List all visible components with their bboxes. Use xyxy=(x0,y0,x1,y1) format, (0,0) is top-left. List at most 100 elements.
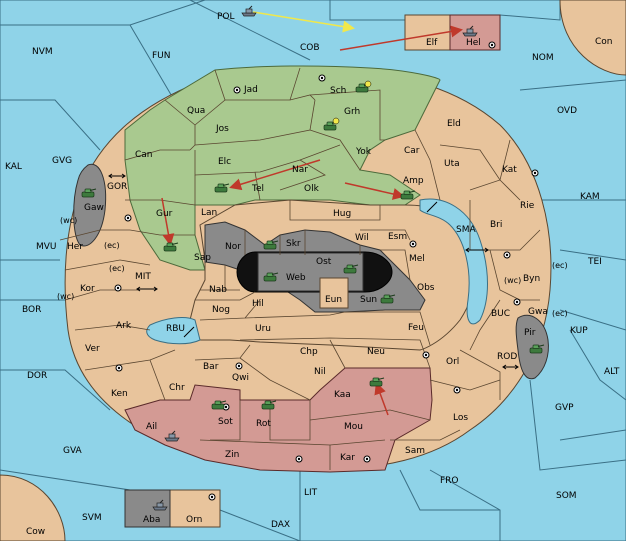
region-label-nog: Nog xyxy=(212,305,230,315)
region-label-hug: Hug xyxy=(333,209,351,219)
circle-dot-icon xyxy=(409,240,417,248)
region-label-cob: COB xyxy=(300,43,320,53)
region-label-fro: FRO xyxy=(440,476,459,486)
region-label-sot: Sot xyxy=(218,417,233,427)
supply-centers xyxy=(114,41,539,501)
region-label-olk: Olk xyxy=(304,184,320,194)
region-label-mit: MIT xyxy=(135,272,151,282)
circle-dot-icon xyxy=(233,86,241,94)
region-eun[interactable] xyxy=(319,277,349,309)
region-label-jad: Jad xyxy=(243,85,258,95)
region-label-elc: Elc xyxy=(218,157,231,167)
region-label-orl: Orl xyxy=(446,357,459,367)
region-label-amp: Amp xyxy=(403,176,424,186)
region-rbu[interactable] xyxy=(146,317,201,345)
region-label-wc: (wc) xyxy=(60,216,77,225)
region-label-gva: GVA xyxy=(63,446,83,456)
region-label-kat: Kat xyxy=(502,165,517,175)
region-label-eld: Eld xyxy=(447,119,461,129)
region-label-ec: (ec) xyxy=(104,241,120,250)
region-label-sap: Sap xyxy=(194,253,211,263)
region-label-som: SOM xyxy=(556,491,577,501)
region-label-sma: SMA xyxy=(456,225,476,235)
region-sma[interactable] xyxy=(419,198,488,325)
region-label-sun: Sun xyxy=(360,295,377,305)
region-label-feu: Feu xyxy=(408,323,424,333)
region-label-uta: Uta xyxy=(444,159,460,169)
region-label-mvu: MVU xyxy=(36,242,57,252)
region-label-mou: Mou xyxy=(344,422,363,432)
region-label-can: Can xyxy=(135,150,153,160)
region-label-gor: GOR xyxy=(107,182,127,192)
region-label-kar: Kar xyxy=(340,453,355,463)
region-label-fun: FUN xyxy=(152,51,171,61)
region-label-pir: Pir xyxy=(524,328,536,338)
region-label-gwa: Gwa xyxy=(528,307,548,317)
circle-dot-icon xyxy=(295,455,303,463)
units xyxy=(81,5,545,511)
double-arrow-icon xyxy=(108,173,519,370)
circle-dot-icon xyxy=(513,298,521,306)
circle-dot-icon xyxy=(363,455,371,463)
coast-marker: (ec) xyxy=(552,261,568,270)
region-label-eun: Eun xyxy=(325,295,342,305)
coast-marker: (wc) xyxy=(57,292,74,301)
region-label-rot: Rot xyxy=(256,419,271,429)
circle-dot-icon xyxy=(318,74,326,82)
circle-dot-icon xyxy=(488,41,496,49)
region-label-bar: Bar xyxy=(203,362,219,372)
region-label-nar: Nar xyxy=(292,165,308,175)
region-label-ver: Ver xyxy=(85,344,100,354)
region-label-nil: Nil xyxy=(314,367,326,377)
region-label-ark: Ark xyxy=(116,321,132,331)
coast-marker: (ec) xyxy=(109,264,125,273)
region-label-nom: NOM xyxy=(532,53,554,63)
region-label-alt: ALT xyxy=(604,367,620,377)
region-label-ost: Ost xyxy=(316,257,332,267)
region-label-mel: Mel xyxy=(409,254,425,264)
circle-dot-icon xyxy=(422,351,430,359)
region-label-gvp: GVP xyxy=(555,403,574,413)
region-label-chr: Chr xyxy=(169,383,185,393)
region-label-kaa: Kaa xyxy=(334,390,351,400)
region-label-nab: Nab xyxy=(209,285,227,295)
region-label-aba: Aba xyxy=(143,515,160,525)
region-label-kal: KAL xyxy=(5,162,22,172)
region-label-con: Con xyxy=(595,37,613,47)
circle-dot-icon xyxy=(124,214,132,222)
circle-dot-icon xyxy=(453,386,461,394)
region-label-svm: SVM xyxy=(82,513,102,523)
region-label-lan: Lan xyxy=(201,208,217,218)
region-label-wil: Wil xyxy=(355,233,369,243)
region-label-dax: DAX xyxy=(271,520,290,530)
region-label-rbu: RBU xyxy=(166,324,185,334)
region-label-obs: Obs xyxy=(417,283,435,293)
circle-dot-icon xyxy=(222,403,230,411)
circle-dot-icon xyxy=(208,493,216,501)
region-gaw[interactable] xyxy=(73,163,107,247)
province-borders xyxy=(59,67,541,470)
region-label-gur: Gur xyxy=(156,209,173,219)
coast-marker: (wc) xyxy=(504,276,521,285)
region-label-hil: Hil xyxy=(252,299,264,309)
region-label-los: Los xyxy=(453,413,468,423)
region-label-car: Car xyxy=(404,146,420,156)
region-label-kup: KUP xyxy=(570,326,588,336)
region-pir[interactable] xyxy=(515,314,549,380)
circle-dot-icon xyxy=(235,362,243,370)
star-burst-icon xyxy=(364,80,372,88)
region-label-ovd: OVD xyxy=(557,106,577,116)
region-label-bor: BOR xyxy=(22,305,41,315)
coast-marker: (ec) xyxy=(552,309,568,318)
region-label-qwi: Qwi xyxy=(232,373,249,383)
region-label-her: Her xyxy=(67,242,83,252)
region-label-chp: Chp xyxy=(300,347,318,357)
region-label-ail: Ail xyxy=(146,422,157,432)
region-label-tei: TEI xyxy=(587,257,602,267)
red-territory-area xyxy=(124,367,433,473)
region-label-lit: LIT xyxy=(304,488,318,498)
region-label-zin: Zin xyxy=(225,450,239,460)
circle-dot-icon xyxy=(114,284,122,292)
